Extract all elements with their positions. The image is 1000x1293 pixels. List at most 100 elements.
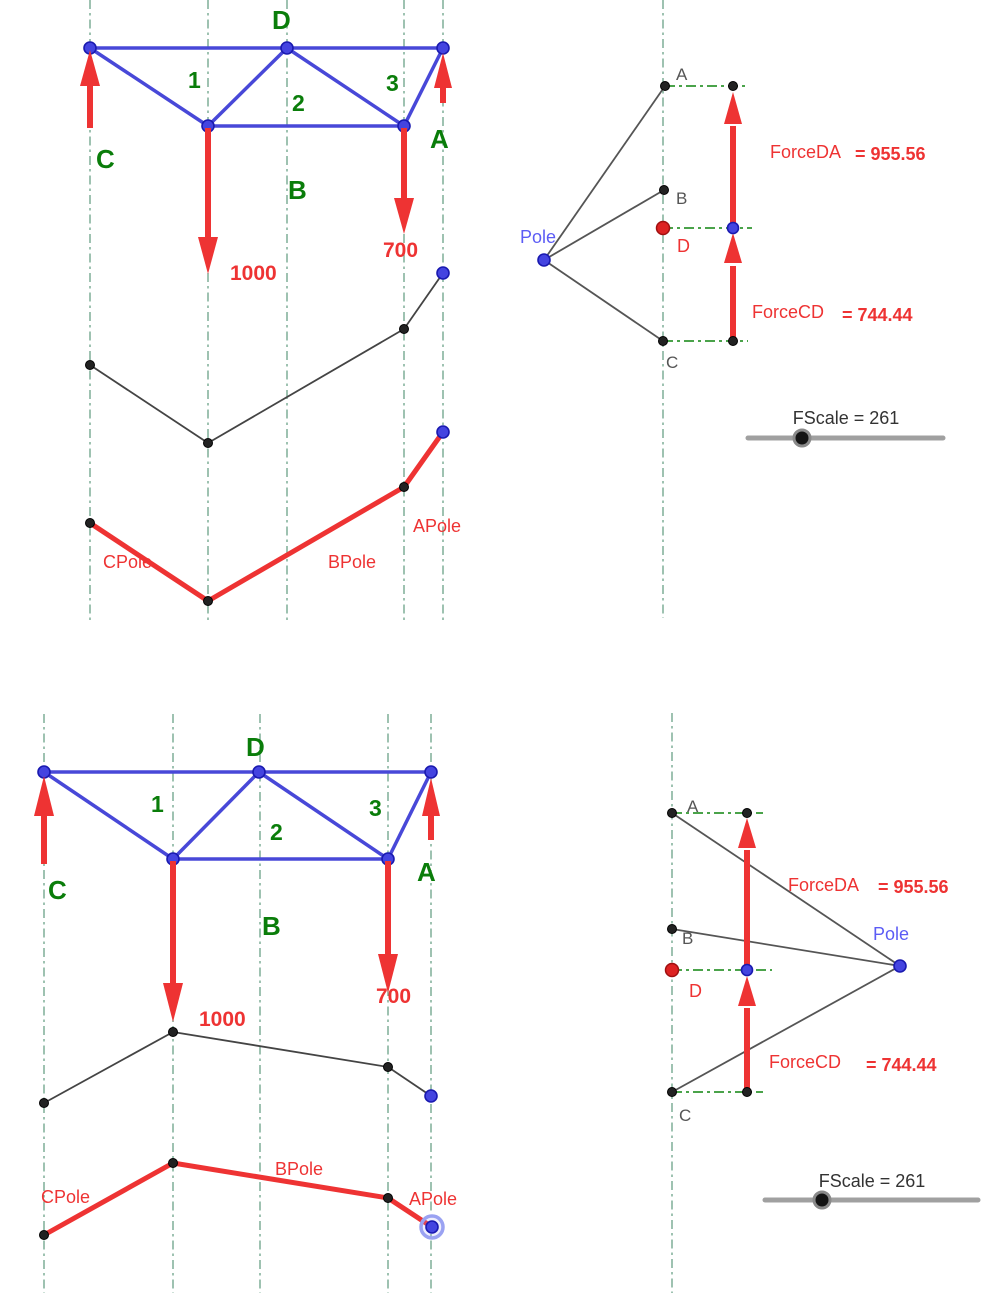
pole-ray-c bbox=[671, 965, 901, 1093]
point-d bbox=[664, 962, 680, 978]
label-poly-c: C bbox=[679, 1106, 691, 1125]
arrow-bottom-point bbox=[728, 336, 738, 346]
point-c bbox=[658, 336, 668, 346]
funicular-point bbox=[39, 1230, 49, 1240]
force-polygon-top bbox=[537, 81, 752, 346]
label-apole: APole bbox=[413, 516, 461, 536]
truss-diagonal-1 bbox=[206, 46, 289, 128]
panel-top: D 1 2 3 A C B 1000 700 CPole BPole APole bbox=[80, 0, 946, 620]
label-bpole: BPole bbox=[275, 1159, 323, 1179]
funicular-red-line bbox=[41, 1160, 435, 1238]
label-panel-1: 1 bbox=[151, 791, 164, 817]
label-node-b: B bbox=[288, 175, 307, 205]
funicular-point bbox=[399, 482, 409, 492]
funicular-point bbox=[85, 518, 95, 528]
label-force-da: ForceDA bbox=[788, 875, 859, 895]
label-poly-d: D bbox=[677, 236, 690, 256]
load-value-700: 700 bbox=[383, 239, 418, 262]
force-cd-arrowhead bbox=[724, 233, 742, 263]
reaction-a-arrowhead bbox=[422, 778, 440, 816]
pole-point[interactable] bbox=[537, 253, 551, 267]
load-1000-arrowhead bbox=[198, 237, 218, 274]
fscale-slider-knob[interactable] bbox=[812, 1190, 832, 1210]
funicular-black-line bbox=[43, 1031, 432, 1104]
value-force-da: = 955.56 bbox=[878, 877, 949, 897]
pole-ray-c bbox=[543, 259, 664, 342]
arrow-mid-point bbox=[740, 963, 754, 977]
funicular-black-bottom bbox=[39, 1027, 438, 1108]
apole-free-point-selected[interactable] bbox=[425, 1220, 439, 1234]
guide-lines-top bbox=[89, 0, 664, 620]
funicular-point bbox=[203, 438, 213, 448]
funicular-point bbox=[383, 1193, 393, 1203]
arrow-top-point bbox=[742, 808, 752, 818]
funicular-point bbox=[39, 1098, 49, 1108]
funicular-red-line bbox=[87, 429, 446, 604]
label-force-cd: ForceCD bbox=[752, 302, 824, 322]
point-b bbox=[667, 924, 677, 934]
point-b bbox=[659, 185, 669, 195]
label-node-b: B bbox=[262, 911, 281, 941]
label-poly-c: C bbox=[666, 353, 678, 372]
funicular-black-top bbox=[85, 266, 450, 448]
truss-left-diagonal bbox=[43, 770, 174, 861]
pole-ray-b bbox=[671, 928, 901, 967]
point-a bbox=[667, 808, 677, 818]
load-700-arrowhead bbox=[378, 954, 398, 993]
label-panel-2: 2 bbox=[270, 819, 283, 845]
reaction-a-arrowhead bbox=[434, 53, 452, 88]
point-d bbox=[655, 220, 671, 236]
force-arrows-top bbox=[80, 50, 452, 274]
pole-point[interactable] bbox=[893, 959, 907, 973]
truss-diagonal-2 bbox=[286, 46, 405, 128]
pole-ray-b bbox=[543, 189, 665, 261]
apole-free-point[interactable] bbox=[436, 425, 450, 439]
label-panel-1: 1 bbox=[188, 67, 201, 93]
funicular-point bbox=[168, 1027, 178, 1037]
label-node-c: C bbox=[96, 144, 115, 174]
truss-diagonal-2 bbox=[258, 770, 389, 861]
funicular-red-bottom bbox=[39, 1158, 445, 1240]
label-bpole: BPole bbox=[328, 552, 376, 572]
funicular-point bbox=[383, 1062, 393, 1072]
funicular-free-point[interactable] bbox=[424, 1089, 438, 1103]
fscale-slider-knob[interactable] bbox=[792, 428, 812, 448]
value-force-cd: = 744.44 bbox=[866, 1055, 937, 1075]
load-value-1000: 1000 bbox=[199, 1008, 246, 1031]
label-poly-d: D bbox=[689, 981, 702, 1001]
label-panel-3: 3 bbox=[369, 795, 382, 821]
label-node-c: C bbox=[48, 875, 67, 905]
funicular-point bbox=[168, 1158, 178, 1168]
value-force-da: = 955.56 bbox=[855, 144, 926, 164]
reaction-c-arrowhead bbox=[34, 776, 54, 816]
funicular-free-point[interactable] bbox=[436, 266, 450, 280]
label-node-a: A bbox=[430, 124, 449, 154]
load-700-arrowhead bbox=[394, 198, 414, 234]
arrow-bottom-point bbox=[742, 1087, 752, 1097]
truss-node-right bbox=[436, 41, 450, 55]
truss-node-right bbox=[424, 765, 438, 779]
label-node-a: A bbox=[417, 857, 436, 887]
label-poly-b: B bbox=[676, 189, 687, 208]
force-cd-arrowhead bbox=[738, 976, 756, 1006]
value-force-cd: = 744.44 bbox=[842, 305, 913, 325]
guide-lines-bottom bbox=[43, 713, 673, 1293]
label-force-da: ForceDA bbox=[770, 142, 841, 162]
force-da-arrowhead bbox=[724, 92, 742, 124]
arrow-top-point bbox=[728, 81, 738, 91]
load-1000-arrowhead bbox=[163, 983, 183, 1022]
funicular-point bbox=[203, 596, 213, 606]
label-panel-3: 3 bbox=[386, 70, 399, 96]
load-value-700: 700 bbox=[376, 985, 411, 1008]
truss-node-d bbox=[280, 41, 294, 55]
funicular-black-line bbox=[89, 272, 444, 444]
reaction-c-arrowhead bbox=[80, 50, 100, 86]
label-force-cd: ForceCD bbox=[769, 1052, 841, 1072]
funicular-point bbox=[85, 360, 95, 370]
point-c bbox=[667, 1087, 677, 1097]
label-cpole: CPole bbox=[41, 1187, 90, 1207]
truss-right-diagonal bbox=[386, 771, 433, 860]
pole-ray-a bbox=[543, 85, 666, 261]
